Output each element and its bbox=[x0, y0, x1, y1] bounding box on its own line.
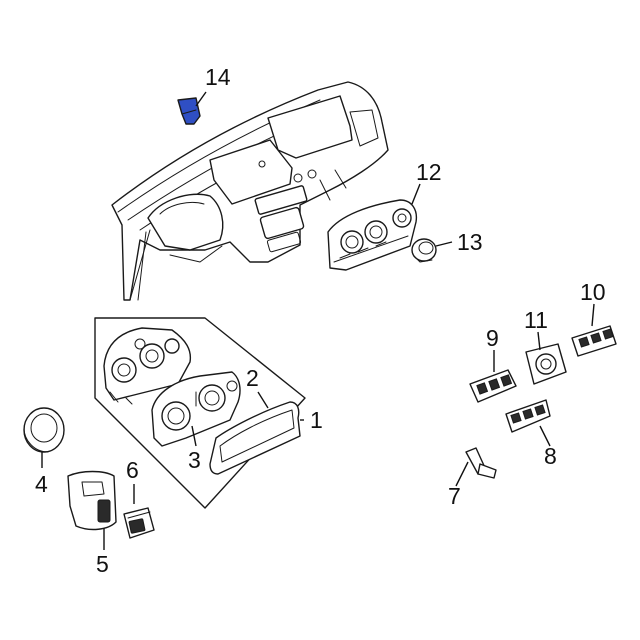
part-11-headlamp-switch bbox=[525, 343, 567, 385]
callout-7: 7 bbox=[448, 483, 461, 509]
part-7-stalk bbox=[465, 447, 497, 479]
dashboard-assembly bbox=[111, 81, 389, 301]
part-4-round-switch bbox=[23, 407, 65, 453]
callout-10: 10 bbox=[580, 279, 606, 305]
callout-labels: 14 12 13 1 2 3 4 5 6 7 8 9 10 11 bbox=[35, 64, 606, 577]
part-10-switch-bank bbox=[571, 325, 617, 357]
part-1-lens bbox=[209, 401, 301, 475]
callout-12: 12 bbox=[416, 159, 442, 185]
part-5-switch-housing bbox=[67, 470, 117, 531]
callout-4: 4 bbox=[35, 471, 48, 497]
part-9-switch-bank bbox=[469, 369, 517, 403]
callout-6: 6 bbox=[126, 457, 139, 483]
part-8-switch-bank bbox=[505, 399, 551, 433]
callout-9: 9 bbox=[486, 325, 499, 351]
part-6-small-switch bbox=[123, 507, 155, 539]
callout-2: 2 bbox=[246, 365, 259, 391]
leader-lines bbox=[41, 91, 595, 550]
callout-5: 5 bbox=[96, 551, 109, 577]
cluster-housing bbox=[103, 327, 192, 405]
part-14-highlighted-sensor bbox=[177, 97, 201, 125]
part-3-gauge-cluster bbox=[151, 371, 241, 447]
callout-1: 1 bbox=[310, 407, 323, 433]
part-12-climate-control bbox=[327, 199, 418, 271]
callout-3: 3 bbox=[188, 447, 201, 473]
callout-8: 8 bbox=[544, 443, 557, 469]
callout-11: 11 bbox=[524, 307, 548, 333]
part-13-knob bbox=[411, 238, 437, 263]
callout-14: 14 bbox=[205, 64, 231, 90]
callout-13: 13 bbox=[457, 229, 483, 255]
